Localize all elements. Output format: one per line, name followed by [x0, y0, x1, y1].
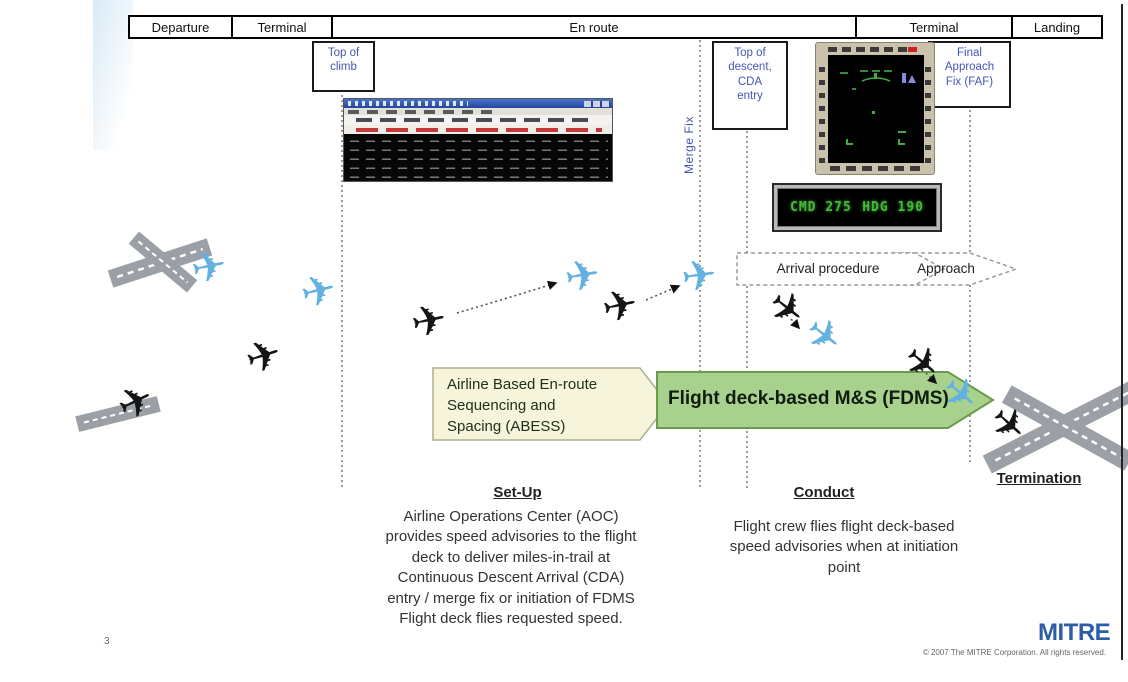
airplane-icon: ✈	[678, 249, 720, 302]
top-of-descent-box: Top of descent, CDA entry	[712, 41, 788, 130]
nd-red-button	[908, 47, 917, 52]
arrival-procedure-label: Arrival procedure	[776, 261, 880, 276]
setup-body: Airline Operations Center (AOC) provides…	[385, 508, 637, 627]
nd-bottom-buttons	[830, 166, 920, 171]
airplane-icon: ✈	[109, 372, 162, 431]
slide-right-border	[1121, 4, 1123, 660]
phase-landing: Landing	[1011, 15, 1103, 39]
arrival-chevron-shape	[736, 252, 946, 286]
approach-label: Approach	[917, 261, 975, 276]
nd-top-buttons	[828, 47, 908, 52]
copyright-text: © 2007 The MITRE Corporation. All rights…	[922, 648, 1106, 657]
airplane-icon: ✈	[187, 239, 232, 294]
abess-callout-shape	[432, 367, 669, 441]
aoc-window-title-text	[348, 101, 468, 106]
aoc-data-table	[344, 134, 612, 181]
top-of-climb-box: Top of climb	[312, 41, 375, 92]
arrival-runway-cross	[982, 378, 1128, 474]
hdg-readout: HDG 190	[862, 200, 924, 215]
aoc-alert-row	[344, 125, 612, 134]
aoc-tool-screenshot	[343, 98, 613, 182]
aoc-window-titlebar	[344, 99, 612, 108]
flight-path-arrows	[456, 280, 938, 385]
aoc-window-buttons	[584, 100, 610, 107]
nd-right-buttons	[925, 59, 931, 163]
aoc-menu-bar	[344, 108, 612, 115]
fdms-arrow-shape	[656, 371, 995, 429]
page-number: 3	[104, 636, 110, 647]
airplane-icon: ✈	[295, 263, 341, 319]
aoc-info-row	[344, 115, 612, 125]
departure-runway-lower	[75, 396, 161, 432]
abess-label: Airline Based En-route Sequencing and Sp…	[447, 376, 598, 435]
navigation-display-device	[815, 42, 935, 175]
airplane-icon: ✈	[598, 278, 643, 333]
autopilot-panel-screen: CMD 275 HDG 190	[777, 188, 937, 227]
nd-screen-symbology	[840, 70, 916, 145]
airplane-icon: ✈	[561, 249, 604, 303]
fdms-label: Flight deck-based M&S (FDMS)	[668, 388, 949, 409]
setup-heading: Set-Up	[493, 484, 542, 501]
phase-terminal-1: Terminal	[231, 15, 333, 39]
phase-departure: Departure	[128, 15, 233, 39]
autopilot-mode-panel: CMD 275 HDG 190	[772, 183, 942, 232]
conduct-heading: Conduct	[793, 484, 855, 501]
nd-screen	[828, 55, 924, 163]
departure-runway-cross	[107, 231, 213, 293]
final-approach-fix-box: Final Approach Fix (FAF)	[928, 41, 1011, 108]
mitre-logo: MITRE	[1038, 619, 1111, 646]
airplane-icon: ✈	[407, 293, 452, 348]
phase-terminal-2: Terminal	[855, 15, 1013, 39]
termination-heading: Termination	[996, 470, 1082, 487]
flight-phase-bar: Departure Terminal En route Terminal Lan…	[128, 15, 1103, 39]
cmd-speed-readout: CMD 275	[790, 200, 852, 215]
airplane-icon: ✈	[239, 327, 288, 384]
merge-fix-label: Merge Fix	[682, 116, 696, 174]
conduct-body: Flight crew flies flight deck-based spee…	[729, 518, 959, 576]
nd-left-buttons	[819, 59, 825, 163]
phase-en-route: En route	[331, 15, 857, 39]
slide-left-decoration	[93, 0, 133, 150]
